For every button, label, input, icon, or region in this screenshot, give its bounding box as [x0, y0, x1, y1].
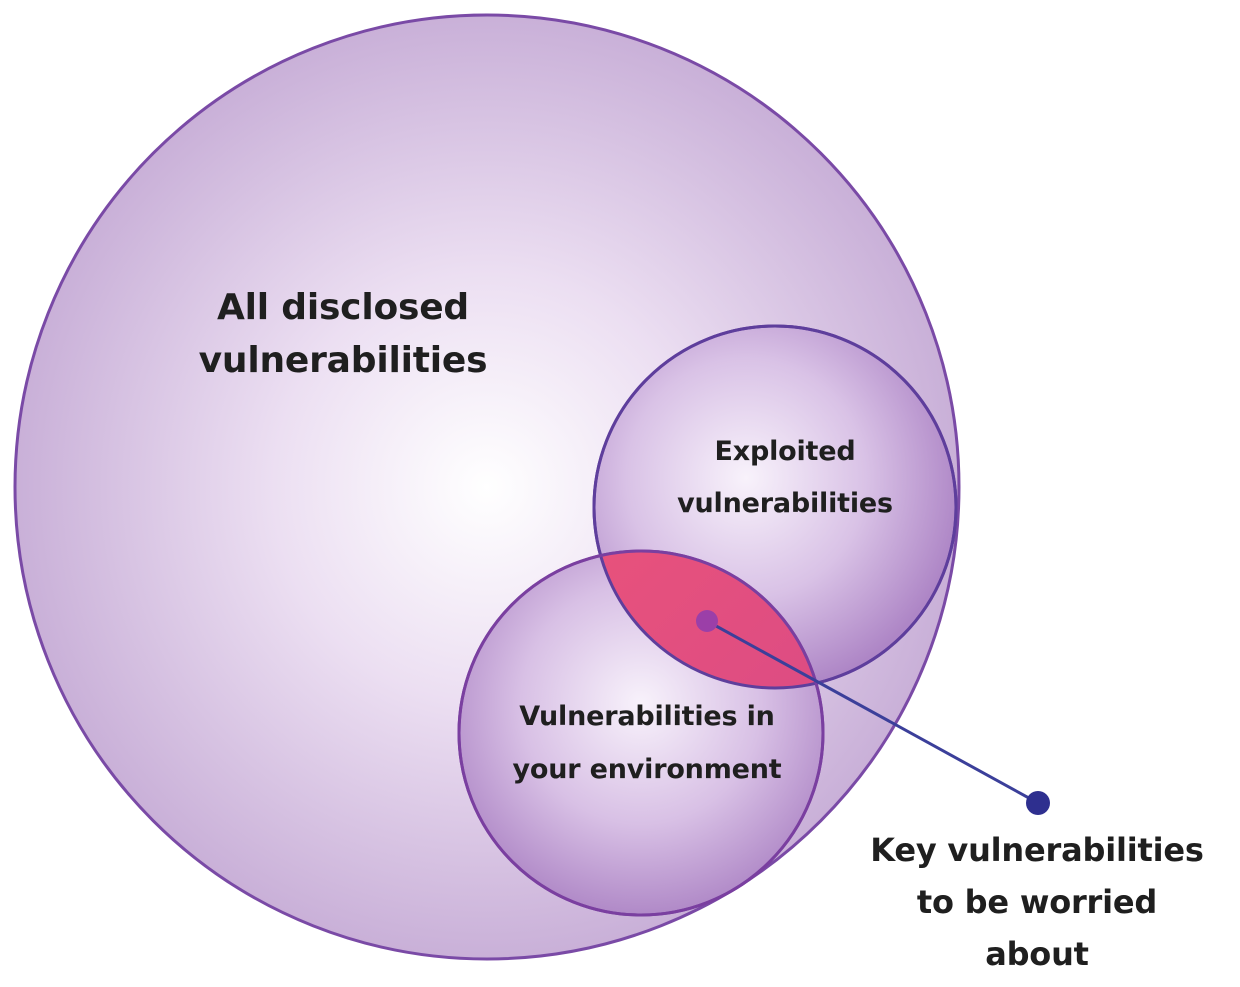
outer-circle-label-line1: All disclosed: [217, 287, 469, 328]
intersection-region: [594, 551, 823, 688]
environment-circle-label-line2: your environment: [513, 754, 782, 785]
callout-end-dot: [1026, 791, 1050, 815]
exploited-circle-label-line2: vulnerabilities: [677, 488, 893, 519]
callout-label-line1: Key vulnerabilities: [870, 831, 1203, 869]
callout-label-line3: about: [985, 935, 1089, 973]
environment-circle-outline: [457, 549, 825, 917]
callout-connector-line: [706, 619, 1039, 805]
callout-label-line2: to be worried: [917, 883, 1157, 921]
outer-circle-label-line2: vulnerabilities: [199, 340, 488, 381]
callout-start-dot: [696, 610, 718, 632]
exploited-circle-label-line1: Exploited: [715, 436, 856, 467]
exploited-circle-outline: [592, 324, 958, 690]
environment-circle-label-line1: Vulnerabilities in: [519, 701, 774, 732]
